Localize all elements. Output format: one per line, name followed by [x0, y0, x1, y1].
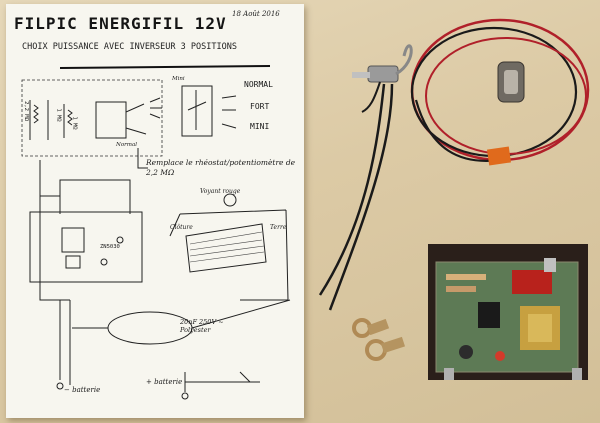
coil-stack [185, 223, 267, 273]
battery-minus-terminal [56, 382, 64, 390]
label-cloture: Clôture [170, 224, 193, 231]
switch-label-mini: MINI [250, 122, 270, 131]
resistor-1 [33, 104, 39, 124]
title-underline [59, 65, 271, 69]
replace-note: Remplace le rhéostat/potentiomètre de 2,… [146, 158, 296, 177]
switch-lever [125, 103, 147, 135]
label-normal-small: Normal [116, 142, 138, 148]
switch-body [95, 101, 127, 139]
label-voyant: Voyant rouge [200, 188, 241, 195]
battery-plus-terminal [181, 392, 189, 400]
transformer-symbol [61, 227, 85, 253]
resistor-strokes [29, 100, 65, 140]
capacitor-note: 20nF 250V ~ Polyester [180, 318, 224, 334]
red-capacitor [512, 270, 552, 294]
dashed-box [21, 79, 163, 157]
ring-terminals [352, 318, 406, 361]
orange-tape [486, 146, 512, 166]
label-mini-small: Mini [172, 76, 185, 82]
resistor-label-1m-a: 1 MΩ [55, 108, 62, 122]
resistor-label-22m: 2,2 MΩ [22, 101, 29, 121]
circuit-wires [39, 160, 131, 385]
toggle-switch-with-wires [318, 44, 413, 311]
led [459, 345, 473, 359]
circuit-board [428, 244, 588, 380]
coiled-wire-switch [410, 18, 590, 166]
ic-chip [478, 302, 500, 328]
sheet-date: 18 Août 2016 [232, 10, 280, 18]
switch-diagram [181, 85, 213, 137]
voyant-symbol [223, 193, 237, 207]
label-terre: Terre [270, 224, 287, 231]
battery-plus-label: + batterie [146, 378, 183, 386]
switch-label-normal: NORMAL [244, 80, 273, 89]
ic-symbol [65, 255, 81, 269]
resistor-label-1m-b: 1 MΩ [71, 116, 78, 130]
battery-minus-label: − batterie [64, 386, 101, 394]
switch-label-fort: FORT [250, 102, 270, 111]
resistor-2 [67, 109, 73, 126]
ic-label: ZN5030 [100, 244, 120, 250]
pcb-outline [29, 211, 143, 283]
sheet-title: FILPIC ENERGIFIL 12V [14, 14, 227, 33]
sheet-subtitle: CHOIX PUISSANCE AVEC INVERSEUR 3 POSITIO… [22, 42, 237, 52]
